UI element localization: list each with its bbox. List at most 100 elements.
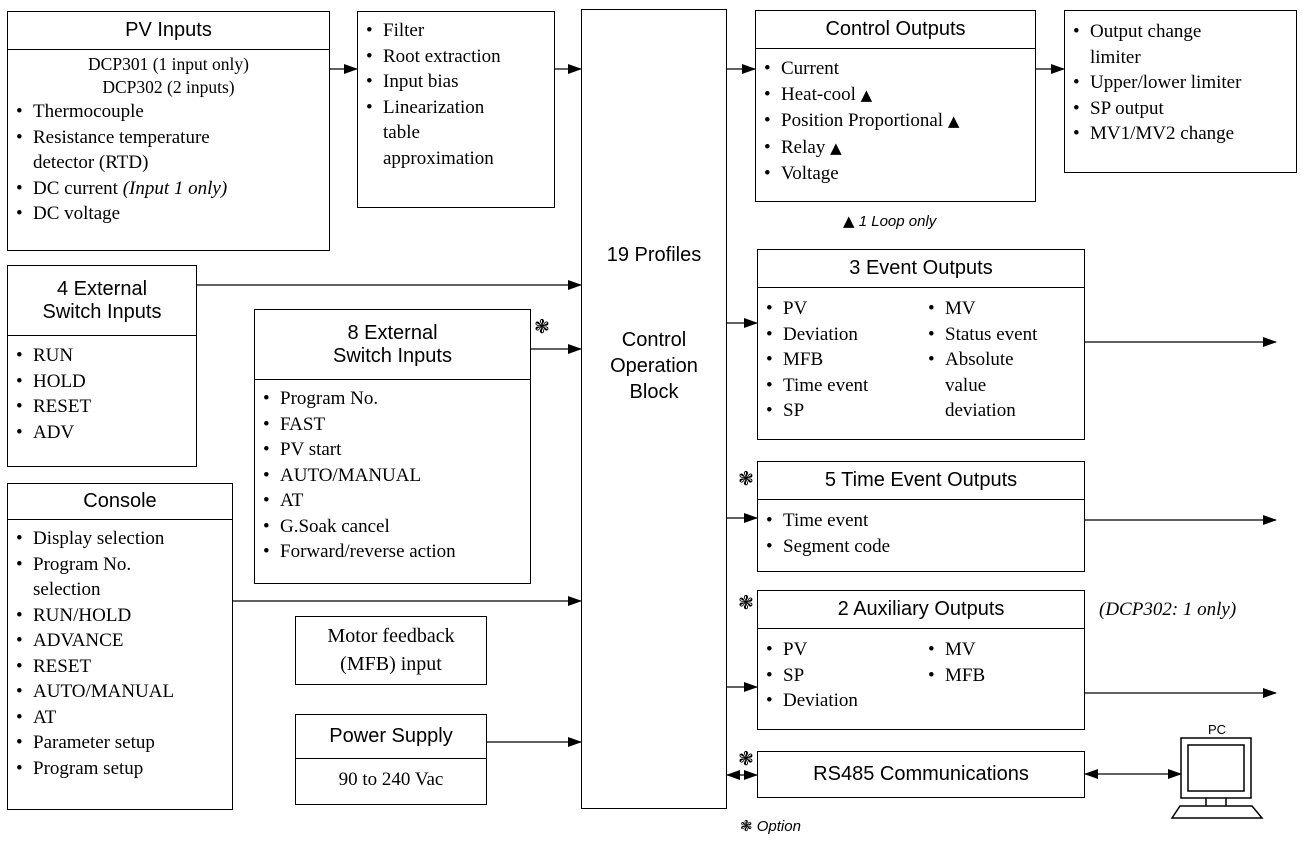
power-supply-value: 90 to 240 Vac bbox=[338, 769, 444, 790]
switch-input-item: PV start bbox=[259, 437, 530, 463]
pv-input-item-dc-current: DC current (Input 1 only) bbox=[12, 176, 329, 202]
console-item: Program No. bbox=[12, 552, 232, 578]
pv-input-item: Thermocouple bbox=[12, 99, 329, 125]
aux-output-item: MV bbox=[924, 637, 985, 663]
loop-only-text: 1 Loop only bbox=[858, 213, 937, 230]
pc-label: PC bbox=[1208, 722, 1227, 737]
auxiliary-outputs-title: 2 Auxiliary Outputs bbox=[758, 591, 1084, 629]
control-outputs-title: Control Outputs bbox=[756, 11, 1035, 49]
option-mark-icon: ❃ bbox=[738, 748, 754, 770]
motor-feedback-line: (MFB) input bbox=[340, 653, 442, 675]
external-switch-inputs-8-box: 8 External Switch Inputs Program No. FAS… bbox=[254, 309, 531, 584]
block-label-line: Control bbox=[621, 329, 687, 351]
control-output-item: Voltage bbox=[760, 161, 1035, 187]
title-line: Switch Inputs bbox=[333, 344, 452, 367]
time-event-outputs-title: 5 Time Event Outputs bbox=[758, 462, 1084, 500]
control-output-item: Relay bbox=[760, 135, 1035, 162]
block-label-line: Operation bbox=[610, 355, 698, 377]
control-output-item: Current bbox=[760, 56, 1035, 82]
limiter-item: MV1/MV2 change bbox=[1069, 121, 1296, 147]
rs485-communications-title: RS485 Communications bbox=[813, 763, 1029, 785]
power-supply-title: Power Supply bbox=[296, 715, 486, 759]
external-switch-inputs-4-box: 4 External Switch Inputs RUN HOLD RESET … bbox=[7, 265, 197, 467]
time-event-outputs-box: 5 Time Event Outputs Time event Segment … bbox=[757, 461, 1085, 572]
loop-only-note: ▲ 1 Loop only bbox=[843, 212, 936, 230]
control-output-item: Heat-cool bbox=[760, 82, 1035, 109]
option-legend: ❃ Option bbox=[740, 817, 801, 835]
pv-input-item: Resistance temperature bbox=[12, 125, 329, 151]
switch-input-item: HOLD bbox=[12, 369, 196, 395]
control-operation-block: 19 Profiles Control Operation Block bbox=[581, 9, 727, 809]
event-outputs-title: 3 Event Outputs bbox=[758, 250, 1084, 288]
external-switch-inputs-4-title: 4 External Switch Inputs bbox=[8, 266, 196, 336]
console-item: RUN/HOLD bbox=[12, 603, 232, 629]
event-output-item: MV bbox=[924, 296, 1037, 322]
event-output-item: PV bbox=[762, 296, 924, 322]
console-item: Parameter setup bbox=[12, 730, 232, 756]
rs485-communications-box: RS485 Communications bbox=[757, 751, 1085, 798]
console-item: Program setup bbox=[12, 756, 232, 782]
switch-input-item: AT bbox=[259, 488, 530, 514]
console-title: Console bbox=[8, 484, 232, 520]
pv-input-item: detector (RTD) bbox=[33, 152, 149, 173]
limiter-item: limiter bbox=[1090, 46, 1141, 68]
title-line: 8 External bbox=[347, 321, 438, 344]
option-mark-icon: ❃ bbox=[738, 592, 754, 614]
console-item: RESET bbox=[12, 654, 232, 680]
pv-input-label: DC current bbox=[33, 177, 118, 199]
switch-input-item: FAST bbox=[259, 412, 530, 438]
power-supply-box: Power Supply 90 to 240 Vac bbox=[295, 714, 487, 805]
pv-input-note: (Input 1 only) bbox=[122, 177, 228, 199]
processing-item: approximation bbox=[383, 147, 494, 169]
option-mark-icon: ❃ bbox=[740, 817, 753, 835]
event-outputs-box: 3 Event Outputs PV Deviation MFB Time ev… bbox=[757, 249, 1085, 440]
limiter-item: Upper/lower limiter bbox=[1069, 70, 1296, 96]
switch-input-item: G.Soak cancel bbox=[259, 514, 530, 540]
switch-input-item: ADV bbox=[12, 420, 196, 446]
event-output-item: SP bbox=[762, 398, 924, 424]
processing-item: Linearization bbox=[362, 95, 554, 121]
limiter-item: SP output bbox=[1069, 96, 1296, 122]
motor-feedback-box: Motor feedback (MFB) input bbox=[295, 616, 487, 685]
triangle-icon: ▲ bbox=[843, 212, 855, 230]
event-output-item: MFB bbox=[762, 347, 924, 373]
output-limiters-box: Output change limiter Upper/lower limite… bbox=[1064, 10, 1297, 173]
console-box: Console Display selection Program No. se… bbox=[7, 483, 233, 810]
switch-input-item: RESET bbox=[12, 394, 196, 420]
option-mark-icon: ❃ bbox=[738, 468, 754, 490]
console-item: AUTO/MANUAL bbox=[12, 679, 232, 705]
pv-inputs-box: PV Inputs DCP301 (1 input only) DCP302 (… bbox=[7, 11, 330, 251]
control-outputs-box: Control Outputs Current Heat-cool Positi… bbox=[755, 10, 1036, 202]
motor-feedback-line: Motor feedback bbox=[327, 625, 455, 647]
block-label-line: Block bbox=[629, 381, 679, 403]
aux-output-item: SP bbox=[762, 663, 924, 689]
time-event-output-item: Time event bbox=[762, 508, 1084, 534]
switch-input-item: Forward/reverse action bbox=[259, 539, 530, 565]
title-line: 4 External bbox=[56, 277, 148, 300]
aux-output-item: Deviation bbox=[762, 688, 924, 714]
aux-outputs-note: (DCP302: 1 only) bbox=[1099, 599, 1237, 620]
title-line: Switch Inputs bbox=[42, 300, 162, 323]
input-processing-box: Filter Root extraction Input bias Linear… bbox=[357, 11, 555, 208]
external-switch-inputs-8-title: 8 External Switch Inputs bbox=[255, 310, 530, 380]
event-output-item: value bbox=[945, 374, 987, 396]
switch-input-item: AUTO/MANUAL bbox=[259, 463, 530, 489]
processing-item: Filter bbox=[362, 18, 554, 44]
limiter-item: Output change bbox=[1069, 19, 1296, 45]
control-output-item: Position Proportional bbox=[760, 108, 1035, 135]
console-item: selection bbox=[33, 579, 101, 600]
auxiliary-outputs-box: 2 Auxiliary Outputs PV SP Deviation MV M… bbox=[757, 590, 1085, 730]
option-legend-text: Option bbox=[756, 818, 801, 835]
switch-input-item: Program No. bbox=[259, 386, 530, 412]
option-mark-icon: ❃ bbox=[534, 316, 550, 338]
pv-inputs-model-dcp301: DCP301 (1 input only) bbox=[88, 54, 249, 74]
event-output-item: Status event bbox=[924, 322, 1037, 348]
event-output-item: Time event bbox=[762, 373, 924, 399]
time-event-output-item: Segment code bbox=[762, 534, 1084, 560]
event-output-item: Absolute bbox=[924, 347, 1037, 373]
pc-computer-icon bbox=[1170, 737, 1264, 819]
event-output-item: Deviation bbox=[762, 322, 924, 348]
aux-output-item: MFB bbox=[924, 663, 985, 689]
console-item: Display selection bbox=[12, 526, 232, 552]
